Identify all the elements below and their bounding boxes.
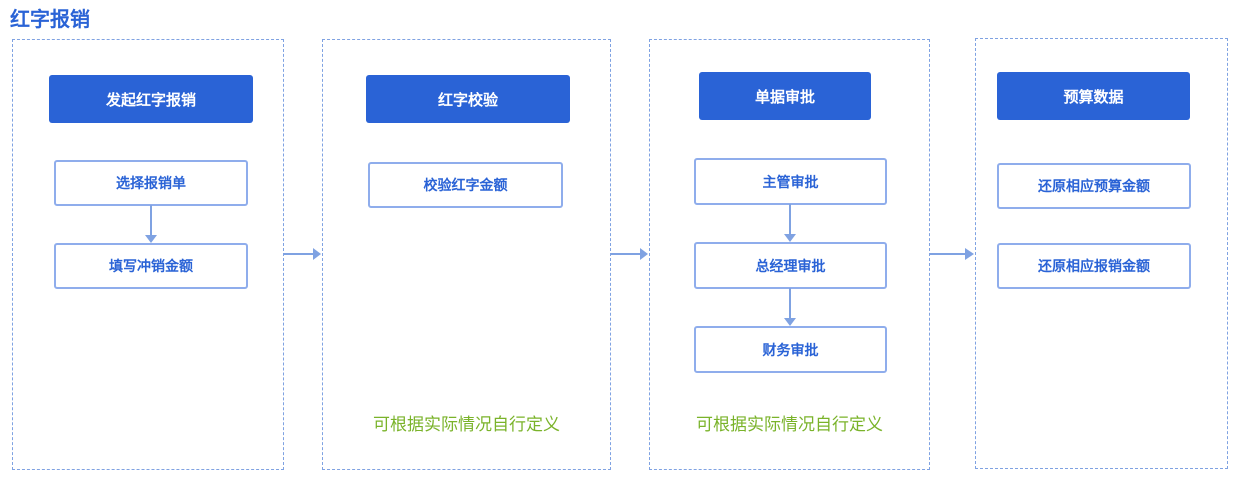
- stage-header-approval[interactable]: 单据审批: [699, 72, 871, 120]
- step-restore-expense-amount[interactable]: 还原相应报销金额: [997, 243, 1191, 289]
- flow-arrow-right-icon: [611, 248, 648, 260]
- step-restore-budget-amount[interactable]: 还原相应预算金额: [997, 163, 1191, 209]
- stage-panel-initiate: [12, 39, 284, 470]
- stage-header-initiate[interactable]: 发起红字报销: [49, 75, 253, 123]
- stage-header-budget[interactable]: 预算数据: [997, 72, 1190, 120]
- step-finance-approval[interactable]: 财务审批: [694, 326, 887, 373]
- page-title: 红字报销: [10, 7, 90, 31]
- step-verify-red-amount[interactable]: 校验红字金额: [368, 162, 563, 208]
- step-fill-offset-amount[interactable]: 填写冲销金额: [54, 243, 248, 289]
- stage-panel-approval: [649, 39, 930, 470]
- customizable-note: 可根据实际情况自行定义: [696, 415, 883, 435]
- flow-arrow-down-icon: [145, 205, 157, 243]
- step-supervisor-approval[interactable]: 主管审批: [694, 158, 887, 205]
- stage-panel-budget: [975, 38, 1228, 469]
- customizable-note: 可根据实际情况自行定义: [373, 415, 560, 435]
- flow-arrow-down-icon: [784, 288, 796, 326]
- step-select-expense-form[interactable]: 选择报销单: [54, 160, 248, 206]
- stage-panel-verify: [322, 39, 611, 470]
- stage-header-verify[interactable]: 红字校验: [366, 75, 570, 123]
- flow-arrow-down-icon: [784, 204, 796, 242]
- flow-arrow-right-icon: [284, 248, 321, 260]
- flow-arrow-right-icon: [930, 248, 974, 260]
- step-general-manager-approval[interactable]: 总经理审批: [694, 242, 887, 289]
